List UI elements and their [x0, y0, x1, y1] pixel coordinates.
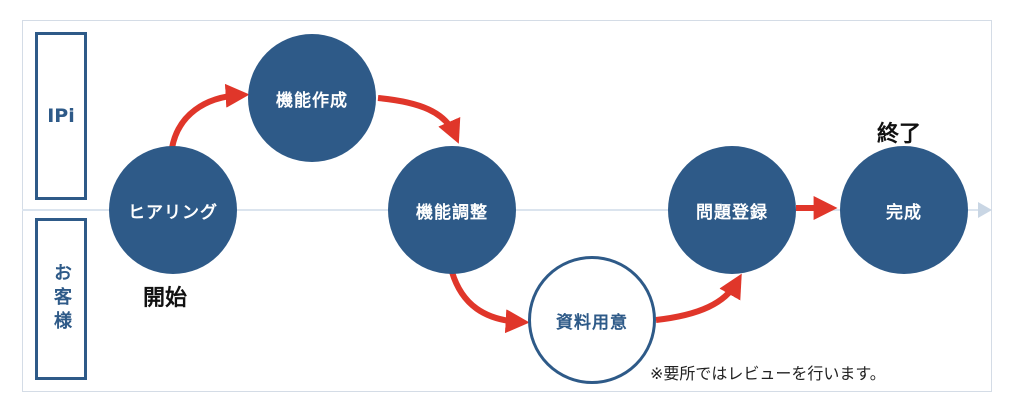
lane-label-ipi-text: IPi — [47, 105, 75, 127]
node-hearing-label: ヒアリング — [128, 202, 218, 223]
node-complete-label: 完成 — [886, 202, 922, 223]
node-adjust: 機能調整 — [388, 146, 516, 274]
timeline-arrowhead — [978, 202, 992, 218]
start-label: 開始 — [143, 286, 188, 311]
end-label: 終了 — [877, 122, 922, 147]
node-register: 問題登録 — [668, 146, 796, 274]
lane-label-ipi: IPi — [35, 32, 87, 200]
node-complete: 完成 — [840, 146, 968, 274]
arrow-adjust-to-materials — [449, 271, 530, 334]
node-register-label: 問題登録 — [696, 202, 768, 223]
node-create-label: 機能作成 — [276, 90, 348, 111]
node-materials: 資料用意 — [528, 256, 656, 384]
arrow-create-to-adjust — [377, 95, 461, 144]
node-create: 機能作成 — [248, 34, 376, 162]
arrow-materials-to-register — [655, 273, 742, 323]
node-hearing: ヒアリング — [109, 146, 237, 274]
arrow-hearing-to-create — [169, 83, 250, 149]
review-note: ※要所ではレビューを行います。 — [650, 364, 886, 383]
node-materials-label: 資料用意 — [556, 312, 628, 333]
lane-label-customer: お客様 — [35, 218, 87, 380]
lane-label-customer-text: お客様 — [51, 263, 72, 335]
node-adjust-label: 機能調整 — [416, 202, 488, 223]
